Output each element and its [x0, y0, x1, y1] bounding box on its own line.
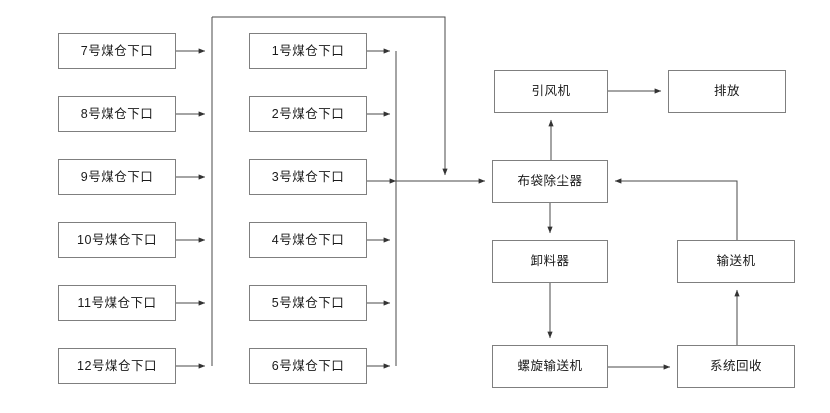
node-conveyor-label: 输送机 [716, 254, 756, 269]
node-bunker-1-label: 1号煤仓下口 [271, 43, 345, 58]
node-bunker-4-label: 4号煤仓下口 [271, 232, 345, 247]
node-bunker-6[interactable]: 6号煤仓下口 [249, 348, 367, 384]
node-system-recovery[interactable]: 系统回收 [677, 345, 795, 388]
node-bunker-5-label: 5号煤仓下口 [271, 295, 345, 310]
node-bunker-12[interactable]: 12号煤仓下口 [58, 348, 176, 384]
node-conveyor[interactable]: 输送机 [677, 240, 795, 283]
node-bunker-3-label: 3号煤仓下口 [271, 169, 345, 184]
node-bunker-8[interactable]: 8号煤仓下口 [58, 96, 176, 132]
node-discharge[interactable]: 排放 [668, 70, 786, 113]
node-bunker-11-label: 11号煤仓下口 [77, 295, 157, 310]
node-bunker-11[interactable]: 11号煤仓下口 [58, 285, 176, 321]
node-bunker-9[interactable]: 9号煤仓下口 [58, 159, 176, 195]
node-bag-filter-label: 布袋除尘器 [517, 174, 583, 189]
node-bunker-3[interactable]: 3号煤仓下口 [249, 159, 367, 195]
node-bunker-5[interactable]: 5号煤仓下口 [249, 285, 367, 321]
node-bunker-7[interactable]: 7号煤仓下口 [58, 33, 176, 69]
node-bunker-10-label: 10号煤仓下口 [77, 232, 157, 247]
node-unloader[interactable]: 卸料器 [492, 240, 608, 283]
node-induced-draft-fan[interactable]: 引风机 [494, 70, 608, 113]
connector-conveyor-to-baghouse [614, 178, 738, 240]
node-bunker-6-label: 6号煤仓下口 [271, 358, 345, 373]
node-bunker-7-label: 7号煤仓下口 [80, 43, 154, 58]
node-bunker-1[interactable]: 1号煤仓下口 [249, 33, 367, 69]
node-induced-draft-fan-label: 引风机 [531, 84, 571, 99]
left-bus-top-route [212, 16, 448, 176]
node-bunker-8-label: 8号煤仓下口 [80, 106, 154, 121]
node-bunker-10[interactable]: 10号煤仓下口 [58, 222, 176, 258]
node-unloader-label: 卸料器 [530, 254, 570, 269]
node-bunker-12-label: 12号煤仓下口 [77, 358, 157, 373]
node-screw-conveyor-label: 螺旋输送机 [517, 359, 583, 374]
node-bunker-2[interactable]: 2号煤仓下口 [249, 96, 367, 132]
node-bunker-9-label: 9号煤仓下口 [80, 169, 154, 184]
node-bag-filter[interactable]: 布袋除尘器 [492, 160, 608, 203]
node-screw-conveyor[interactable]: 螺旋输送机 [492, 345, 608, 388]
node-discharge-label: 排放 [713, 84, 740, 99]
node-system-recovery-label: 系统回收 [709, 359, 762, 374]
node-bunker-4[interactable]: 4号煤仓下口 [249, 222, 367, 258]
node-bunker-2-label: 2号煤仓下口 [271, 106, 345, 121]
